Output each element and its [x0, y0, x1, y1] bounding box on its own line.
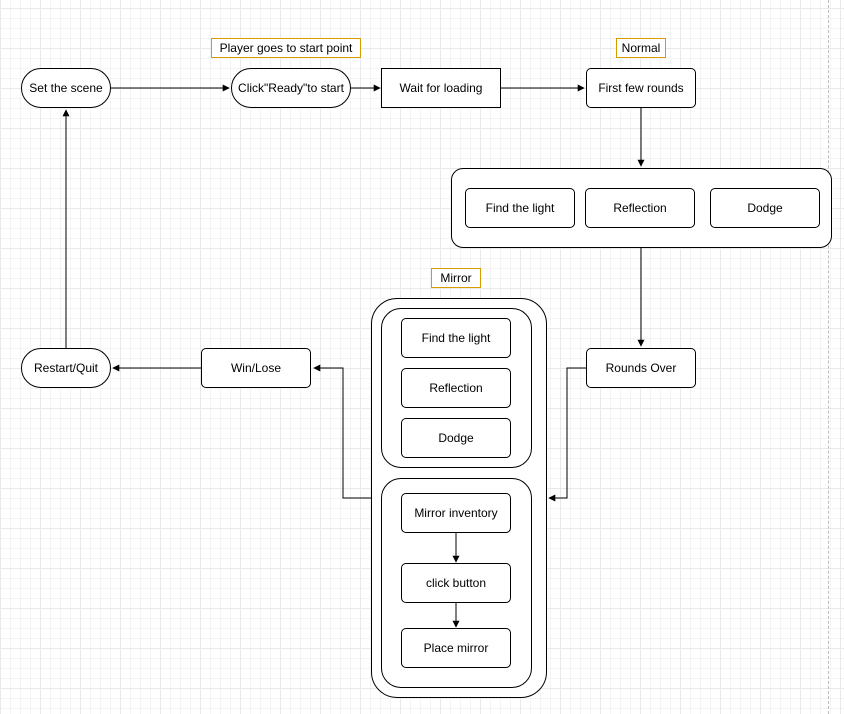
restart-quit-node[interactable]: Restart/Quit — [21, 348, 111, 388]
place-mirror-node[interactable]: Place mirror — [401, 628, 511, 668]
mirror-inventory-node[interactable]: Mirror inventory — [401, 493, 511, 533]
edge-roundsover-to-mirror — [548, 367, 586, 502]
set-the-scene-node[interactable]: Set the scene — [21, 68, 111, 108]
click-ready-label: Click"Ready"to start — [238, 81, 344, 95]
win-lose-label: Win/Lose — [230, 361, 282, 375]
normal-find-the-light-node[interactable]: Find the light — [465, 188, 575, 228]
click-ready-node[interactable]: Click"Ready"to start — [231, 68, 351, 108]
wait-for-loading-label: Wait for loading — [399, 81, 483, 95]
normal-dodge-node[interactable]: Dodge — [710, 188, 820, 228]
normal-reflection-node[interactable]: Reflection — [585, 188, 695, 228]
set-the-scene-label: Set the scene — [29, 81, 103, 95]
mirror-actions-container[interactable] — [381, 308, 532, 468]
mirror-reflection-node[interactable]: Reflection — [401, 368, 511, 408]
mirror-placement-container[interactable] — [381, 478, 532, 688]
mirror-dodge-node[interactable]: Dodge — [401, 418, 511, 458]
first-few-rounds-node[interactable]: First few rounds — [586, 68, 696, 108]
first-few-rounds-label: First few rounds — [598, 81, 684, 95]
edge-mirror-to-winlose — [313, 364, 371, 499]
rounds-over-node[interactable]: Rounds Over — [586, 348, 696, 388]
mirror-find-the-light-node[interactable]: Find the light — [401, 318, 511, 358]
rounds-over-label: Rounds Over — [605, 361, 677, 375]
player-start-label: Player goes to start point — [211, 38, 361, 58]
mirror-label: Mirror — [431, 268, 481, 288]
restart-quit-label: Restart/Quit — [33, 361, 99, 375]
wait-for-loading-node[interactable]: Wait for loading — [381, 68, 501, 108]
click-button-node[interactable]: click button — [401, 563, 511, 603]
win-lose-node[interactable]: Win/Lose — [201, 348, 311, 388]
page-boundary-guide — [828, 0, 829, 714]
normal-label: Normal — [616, 38, 666, 58]
